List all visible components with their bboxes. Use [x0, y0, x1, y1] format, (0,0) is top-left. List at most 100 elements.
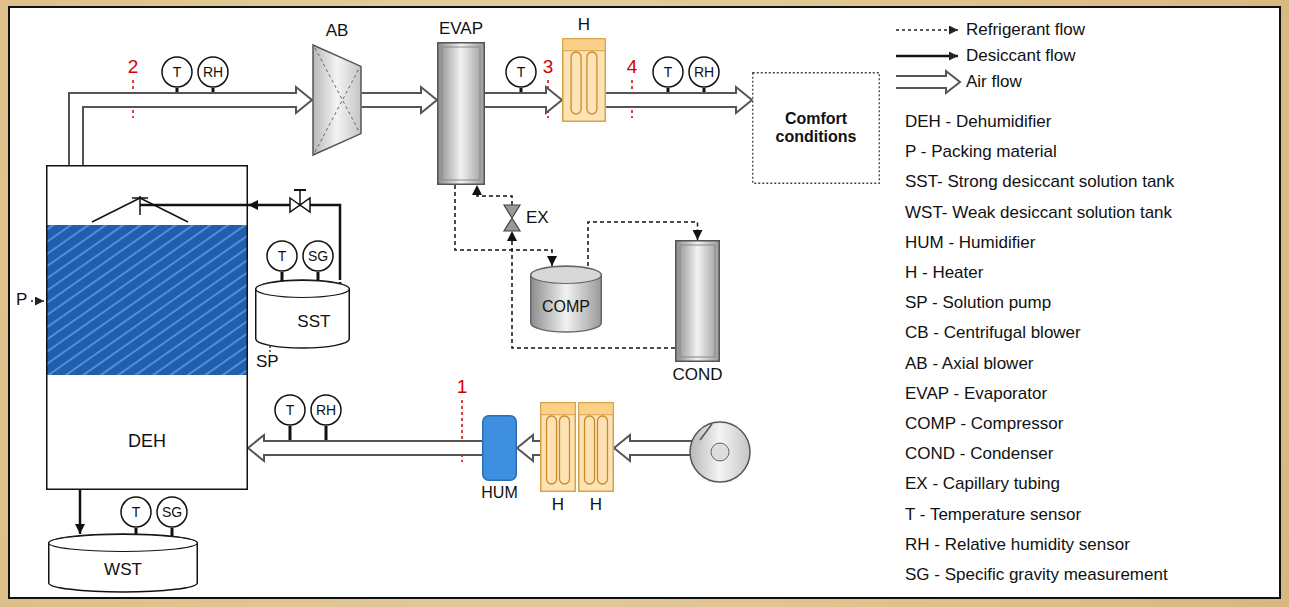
sensor: RH — [688, 56, 720, 88]
legend-samples — [896, 30, 960, 93]
heater-outline — [562, 38, 606, 122]
part-name: H — [590, 495, 602, 515]
desiccant-pipe — [248, 205, 340, 280]
refrigerant-pipe — [455, 185, 552, 266]
desiccant-line — [248, 205, 340, 280]
sensor: SG — [156, 496, 188, 528]
part-name: DEH — [128, 431, 166, 452]
dehumidifier: DEH — [46, 165, 248, 490]
comfort-box: Comfort conditions — [752, 72, 880, 184]
leader-lines — [31, 301, 270, 352]
part-name: EX — [526, 208, 549, 228]
abbreviation: RH - Relative humidity sensor — [905, 535, 1130, 555]
blower-duct — [614, 435, 700, 461]
part-name: H — [552, 495, 564, 515]
capillary-valve: EX — [504, 205, 520, 231]
legend-entry: Refrigerant flow — [966, 20, 1085, 40]
solution-tank: SST — [255, 280, 350, 348]
condenser-outline — [675, 240, 720, 362]
air-duct — [76, 87, 312, 165]
blower-symbol — [690, 422, 750, 482]
heater: H — [540, 402, 576, 492]
evaporator-outline — [437, 42, 485, 185]
sensor: T — [161, 56, 193, 88]
sensor-letters: T — [278, 248, 287, 264]
sensor-letters: SG — [162, 504, 182, 520]
sensor: T — [505, 56, 537, 88]
condenser: COND — [675, 240, 720, 362]
sensor-letters: T — [517, 64, 526, 80]
air-arrowhead — [296, 87, 312, 113]
sensor: RH — [197, 56, 229, 88]
sensor-stems — [136, 88, 704, 552]
packing-texture — [47, 225, 247, 375]
air-duct-core — [362, 94, 423, 106]
air-duct — [606, 87, 752, 113]
sprinkler — [92, 196, 247, 222]
axial-blower-outline — [312, 44, 362, 156]
sensor: T — [120, 496, 152, 528]
abbreviation: DEH - Dehumidifier — [905, 112, 1051, 132]
abbreviation: SST- Strong desiccant solution tank — [905, 172, 1174, 192]
part-name: COND — [672, 365, 722, 385]
abbreviation: EX - Capillary tubing — [905, 474, 1060, 494]
legend-entry: Desiccant flow — [966, 46, 1076, 66]
packing — [47, 225, 247, 375]
air-duct — [517, 435, 540, 461]
abbreviation: COND - Condenser — [905, 444, 1053, 464]
desiccant-pipe — [79, 490, 82, 534]
sensor-letters: RH — [316, 402, 336, 418]
air-arrowhead — [736, 87, 752, 113]
air-duct — [248, 435, 482, 461]
abbreviation: AB - Axial blower — [905, 354, 1034, 374]
sensor: T — [652, 56, 684, 88]
heater: H — [578, 402, 614, 492]
abbreviation: SP - Solution pump — [905, 293, 1051, 313]
abbreviation: T - Temperature sensor — [905, 505, 1081, 525]
air-duct — [362, 87, 437, 113]
legend-entry: Air flow — [966, 72, 1022, 92]
part-name: HUM — [481, 484, 517, 502]
desiccant-line — [80, 490, 81, 534]
air-duct-core — [531, 442, 540, 454]
abbreviation: COMP - Compressor — [905, 414, 1063, 434]
sensor-letters: SG — [308, 248, 328, 264]
state-point: 4 — [627, 56, 638, 78]
part-name: H — [578, 15, 590, 35]
sensor: RH — [310, 394, 342, 426]
air-duct-core — [606, 94, 738, 106]
part-label: SP — [256, 352, 279, 372]
state-point: 3 — [543, 56, 554, 78]
state-point: 1 — [457, 376, 468, 398]
capillary-valve-outline — [504, 205, 520, 231]
abbreviation: CB - Centrifugal blower — [905, 323, 1081, 343]
heater-outline — [540, 402, 576, 492]
heater-outline — [578, 402, 614, 492]
state-point: 2 — [128, 56, 139, 78]
part-label: P — [16, 290, 27, 310]
heater: H — [562, 38, 606, 122]
solution-tank: WST — [48, 534, 198, 592]
part-name: WST — [104, 560, 142, 580]
refrigerant-line — [512, 231, 675, 348]
sensor-letters: T — [286, 402, 295, 418]
part-name: Comfort conditions — [758, 110, 874, 147]
air-arrowhead — [546, 87, 562, 113]
state-point-lines — [133, 80, 632, 462]
sensor-letters: T — [132, 504, 141, 520]
refrigerant-pipe — [477, 185, 512, 205]
air-arrowhead — [248, 435, 264, 461]
sensor-letters: T — [173, 64, 182, 80]
abbreviation: EVAP - Evaporator — [905, 384, 1047, 404]
humidifier: HUM — [482, 415, 517, 481]
abbreviation: HUM - Humidifier — [905, 233, 1035, 253]
sensor: T — [266, 240, 298, 272]
evaporator: EVAP — [437, 42, 485, 185]
air-duct-wall — [76, 100, 296, 165]
humidifier-outline — [482, 415, 517, 481]
air-arrowhead — [421, 87, 437, 113]
